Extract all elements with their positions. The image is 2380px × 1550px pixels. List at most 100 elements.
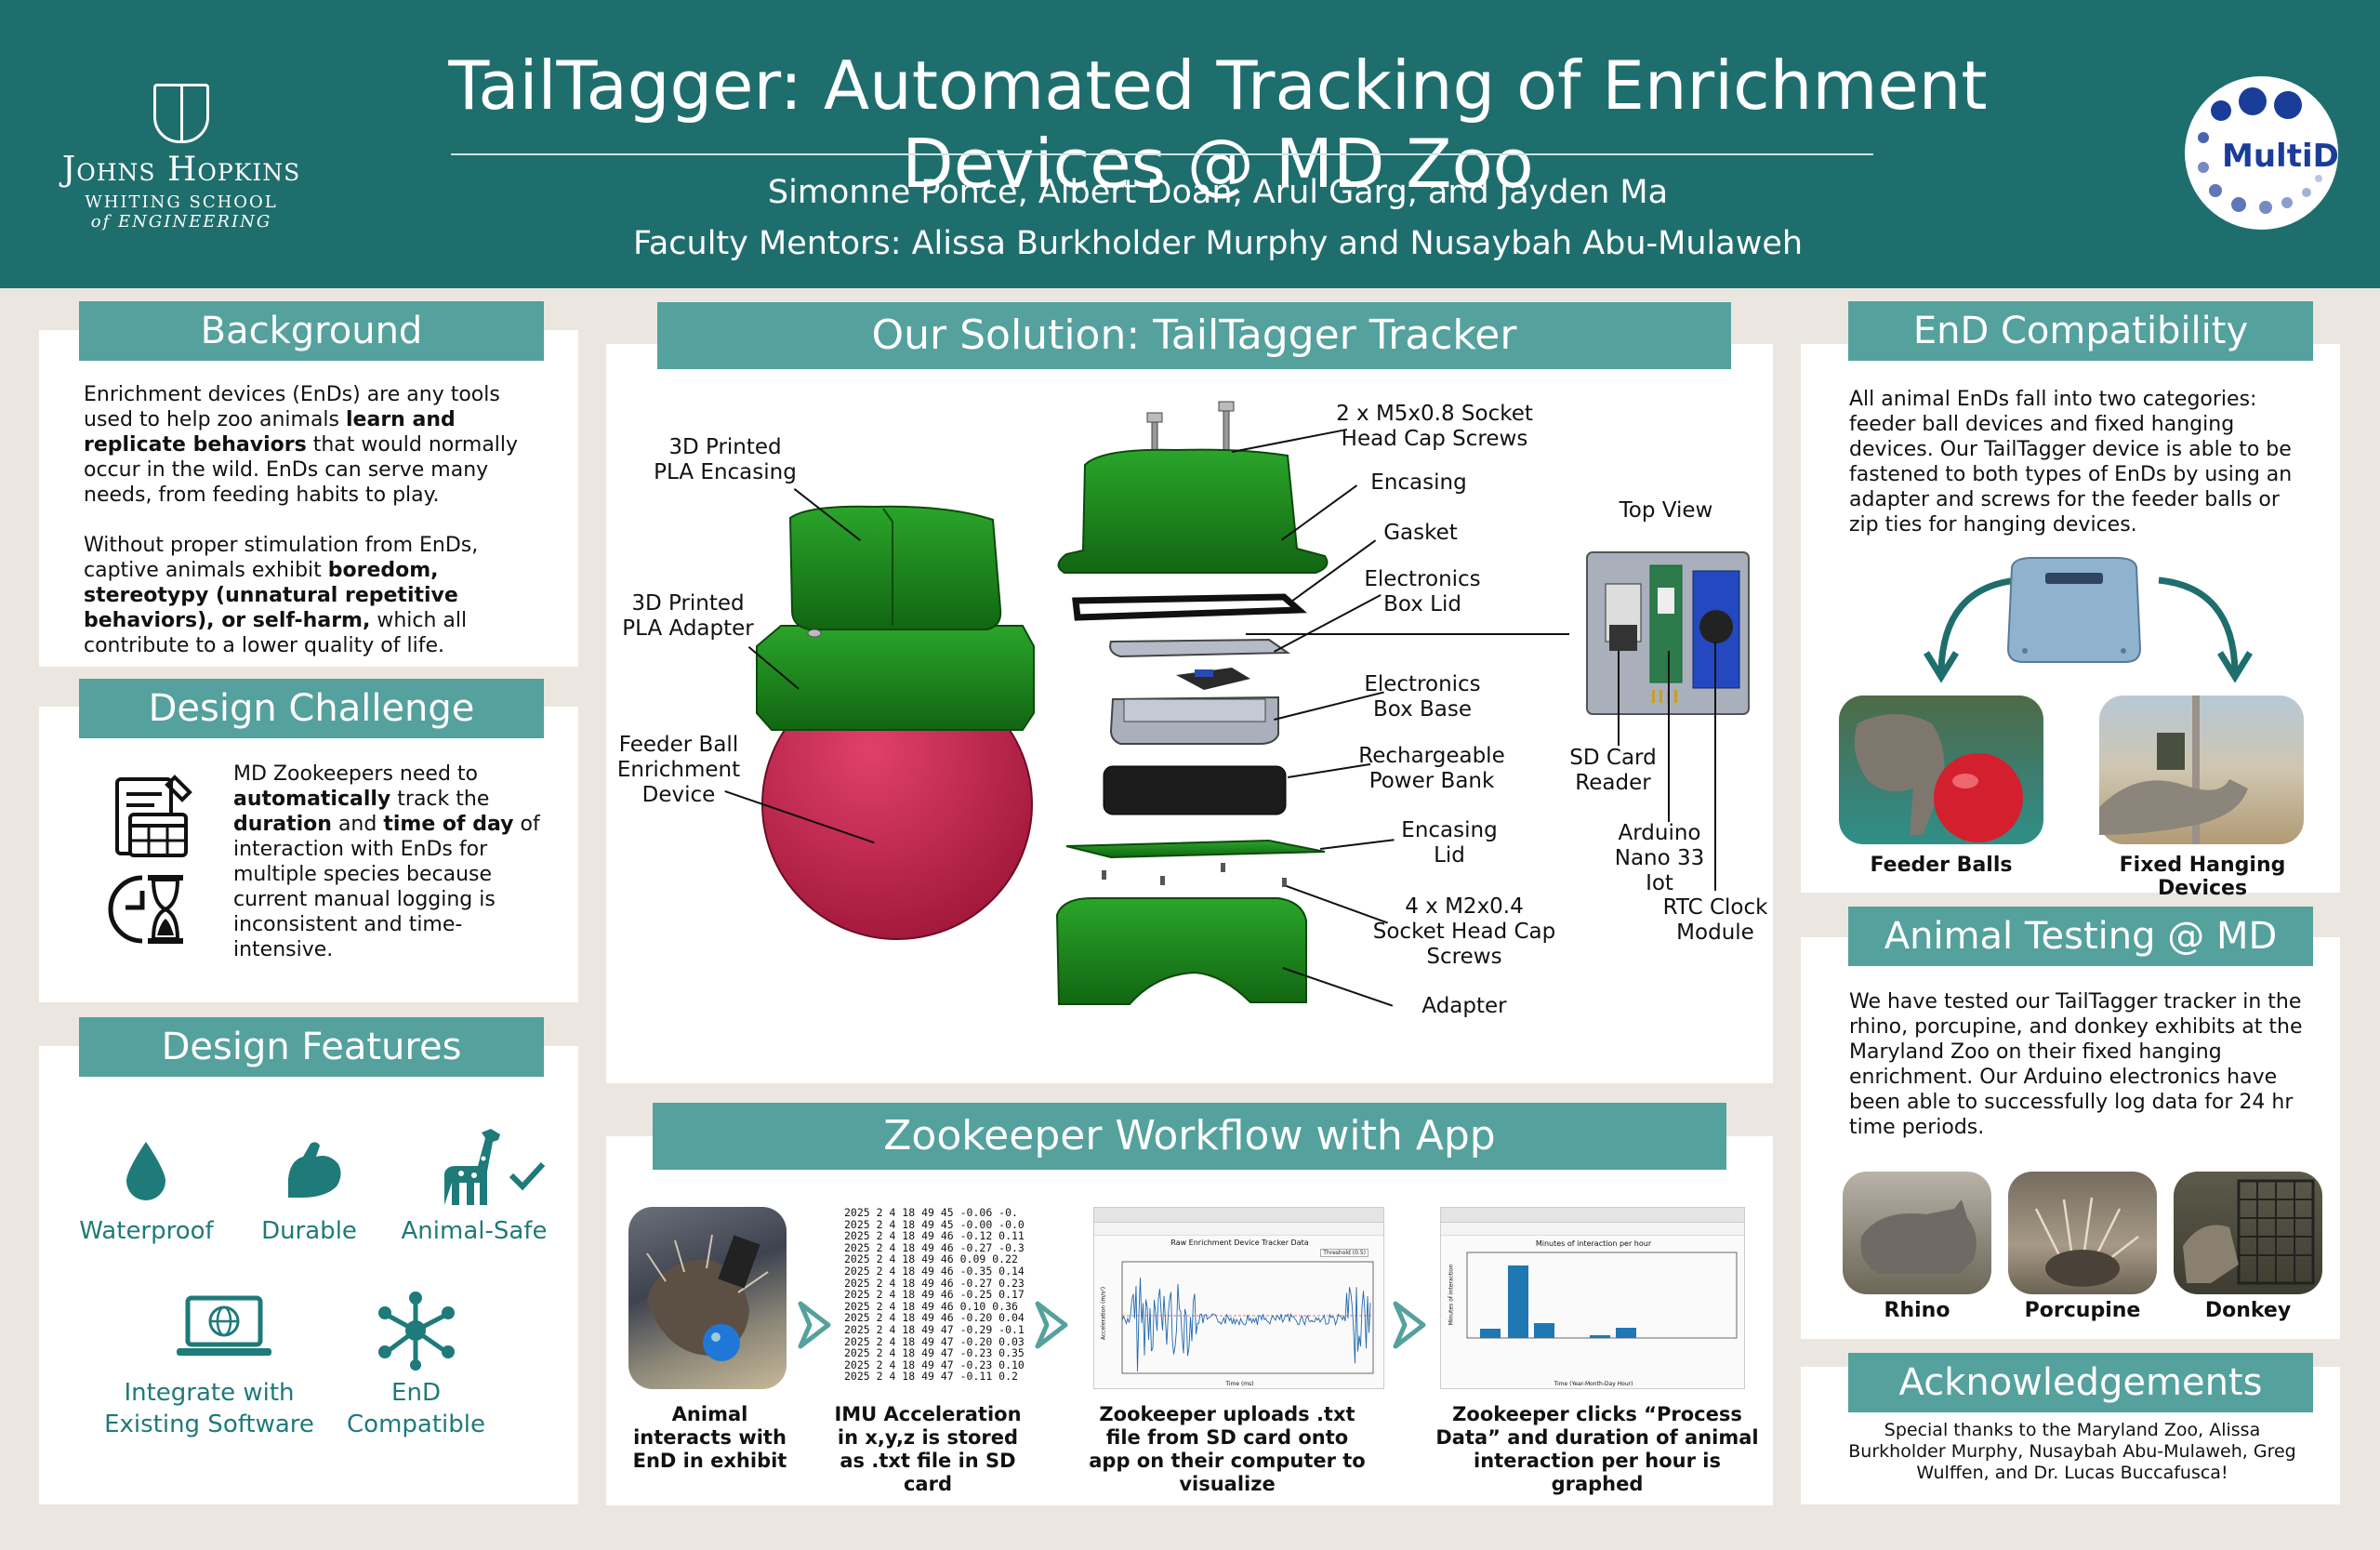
label-encasing-left: 3D Printed PLA Encasing xyxy=(654,435,797,484)
features-header: Design Features xyxy=(79,1017,544,1077)
caption-hanging-devices: Fixed Hanging Devices xyxy=(2119,854,2286,900)
bar xyxy=(1616,1328,1636,1338)
ack-text: Special thanks to the Maryland Zoo, Alis… xyxy=(1848,1420,2296,1483)
log-line: 2025 2 4 18 49 45 -0.06 -0. xyxy=(844,1206,1018,1219)
label-gasket: Gasket xyxy=(1383,521,1458,545)
app-bar-chart-screenshot: Minutes of interaction per hour Minutes … xyxy=(1440,1207,1745,1389)
log-line: 2025 2 4 18 49 47 -0.23 0.10 xyxy=(844,1358,1025,1371)
chevron-right-icon xyxy=(1035,1301,1068,1349)
ack-header: Acknowledgements xyxy=(1848,1353,2313,1412)
bar xyxy=(1590,1335,1610,1338)
porcupine-device-photo xyxy=(628,1207,787,1389)
workflow-step-1: Animal interacts with EnD in exhibit xyxy=(632,1403,787,1472)
jhu-name: Johns Hopkins xyxy=(61,151,301,189)
testing-text: We have tested our TailTagger tracker in… xyxy=(1849,990,2303,1139)
giraffe-check-icon xyxy=(444,1129,546,1205)
jhu-logo: Johns Hopkins WHITING SCHOOL of ENGINEER… xyxy=(56,84,307,232)
workflow-header: Zookeeper Workflow with App xyxy=(653,1103,1726,1170)
workflow-step-4: Zookeeper clicks “Process Data” and dura… xyxy=(1435,1403,1759,1495)
raw-chart-title: Raw Enrichment Device Tracker Data xyxy=(1170,1239,1309,1247)
testing-header: Animal Testing @ MD Zoo xyxy=(1848,907,2313,1017)
bar-xlabel: Time (Year-Month-Day Hour) xyxy=(1554,1381,1633,1387)
leader-line xyxy=(1618,651,1620,746)
background-panel xyxy=(39,330,578,667)
log-line: 2025 2 4 18 49 47 -0.20 0.03 xyxy=(844,1334,1025,1348)
caption-donkey: Donkey xyxy=(2204,1299,2292,1322)
feature-integrate: Integrate with Existing Software xyxy=(104,1379,314,1438)
chevron-right-icon xyxy=(798,1301,831,1349)
log-line: 2025 2 4 18 49 46 0.09 0.22 xyxy=(844,1252,1018,1266)
challenge-header: Design Challenge xyxy=(79,679,544,738)
bar xyxy=(1480,1329,1501,1338)
compat-header: EnD Compatibility xyxy=(1848,301,2313,361)
feature-animal-safe: Animal-Safe xyxy=(401,1217,548,1245)
assembled-device-illustration xyxy=(756,505,1035,940)
log-line: 2025 2 4 18 49 46 -0.35 0.14 xyxy=(844,1264,1025,1278)
log-line: 2025 2 4 18 49 46 -0.27 -0.3 xyxy=(844,1240,1025,1254)
workflow-step-3: Zookeeper uploads .txt file from SD card… xyxy=(1089,1403,1366,1495)
log-line: 2025 2 4 18 49 46 -0.20 0.04 xyxy=(844,1311,1025,1325)
multid-logo: MultiD xyxy=(2185,76,2339,230)
jhu-sub1: WHITING SCHOOL xyxy=(85,192,278,212)
network-nodes-icon xyxy=(378,1292,455,1371)
label-m5-screws: 2 x M5x0.8 Socket Head Cap Screws xyxy=(1336,402,1533,451)
label-adapter-left: 3D Printed PLA Adapter xyxy=(622,591,754,641)
raw-ylabel: Acceleration (m/s²) xyxy=(1100,1286,1107,1341)
label-box-lid: Electronics Box Lid xyxy=(1364,567,1481,616)
curved-arrow-left-icon xyxy=(1924,576,2018,683)
threshold-legend: Threshold (0.5) xyxy=(1320,1249,1368,1257)
authors: Simonne Ponce, Albert Doan, Arul Garg, a… xyxy=(767,174,1669,211)
caption-porcupine: Porcupine xyxy=(2024,1299,2141,1322)
feature-end-compatible: EnD Compatible xyxy=(347,1379,485,1438)
label-encasing-lid: Encasing Lid xyxy=(1401,818,1498,868)
top-view-label: Top View xyxy=(1619,498,1713,523)
rhino-photo xyxy=(1843,1172,1991,1294)
electronics-top-view xyxy=(1586,551,1750,715)
curved-arrow-right-icon xyxy=(2158,576,2253,683)
label-encasing: Encasing xyxy=(1370,470,1467,495)
feature-waterproof: Waterproof xyxy=(79,1217,214,1245)
elephant-hanging-device-photo xyxy=(2099,696,2304,844)
log-line: 2025 2 4 18 49 47 -0.23 0.35 xyxy=(844,1346,1025,1360)
hourglass-clock-icon xyxy=(108,875,183,944)
jhu-shield-icon xyxy=(153,84,209,143)
app-raw-data-screenshot: Raw Enrichment Device Tracker Data Thres… xyxy=(1093,1207,1384,1389)
caption-rhino: Rhino xyxy=(1884,1299,1950,1322)
background-text: Enrichment devices (EnDs) are any tools … xyxy=(84,383,519,657)
tailtagger-device-photo xyxy=(2006,557,2142,663)
label-sd-card-reader: SD Card Reader xyxy=(1569,746,1657,795)
laptop-globe-icon xyxy=(177,1295,271,1356)
log-line: 2025 2 4 18 49 46 -0.25 0.17 xyxy=(844,1288,1025,1302)
flexed-arm-icon xyxy=(288,1142,341,1198)
bar xyxy=(1508,1265,1528,1338)
caption-feeder-balls: Feeder Balls xyxy=(1870,854,2013,877)
label-m2-screws: 4 x M2x0.4 Socket Head Cap Screws xyxy=(1372,894,1556,969)
leader-line xyxy=(1668,651,1670,822)
log-line: 2025 2 4 18 49 46 -0.27 0.23 xyxy=(844,1276,1025,1290)
workflow-step-2: IMU Acceleration in x,y,z is stored as .… xyxy=(834,1403,1022,1495)
challenge-text: MD Zookeepers need to automatically trac… xyxy=(233,762,540,961)
chevron-right-icon xyxy=(1393,1301,1426,1349)
poster-title: TailTagger: Automated Tracking of Enrich… xyxy=(448,46,1988,203)
water-drop-icon xyxy=(126,1142,165,1200)
bar xyxy=(1534,1323,1554,1338)
multid-text: MultiD xyxy=(2222,138,2339,175)
calendar-document-icon xyxy=(115,775,192,857)
porcupine-photo xyxy=(2008,1172,2157,1294)
bar-chart-title: Minutes of interaction per hour xyxy=(1535,1239,1652,1248)
imu-log-text: 2025 2 4 18 49 45 -0.06 -0.2025 2 4 18 4… xyxy=(844,1206,1025,1389)
log-line: 2025 2 4 18 49 46 0.10 0.36 xyxy=(844,1299,1018,1313)
raw-xlabel: Time (ms) xyxy=(1225,1381,1254,1387)
label-rtc-clock: RTC Clock Module xyxy=(1662,895,1768,945)
log-line: 2025 2 4 18 49 45 -0.00 -0.0 xyxy=(844,1217,1025,1231)
donkey-photo xyxy=(2174,1172,2322,1294)
label-arduino-nano: Arduino Nano 33 Iot xyxy=(1614,821,1705,895)
log-line: 2025 2 4 18 49 47 -0.11 0.2 xyxy=(844,1370,1018,1384)
label-box-base: Electronics Box Base xyxy=(1364,672,1481,722)
label-adapter: Adapter xyxy=(1421,994,1507,1018)
faculty-mentors: Faculty Mentors: Alissa Burkholder Murph… xyxy=(632,225,1804,262)
exploded-view-illustration xyxy=(1055,401,1329,1005)
elephant-feeder-ball-photo xyxy=(1839,696,2043,844)
label-power-bank: Rechargeable Power Bank xyxy=(1358,744,1505,793)
compat-text: All animal EnDs fall into two categories… xyxy=(1849,388,2293,537)
